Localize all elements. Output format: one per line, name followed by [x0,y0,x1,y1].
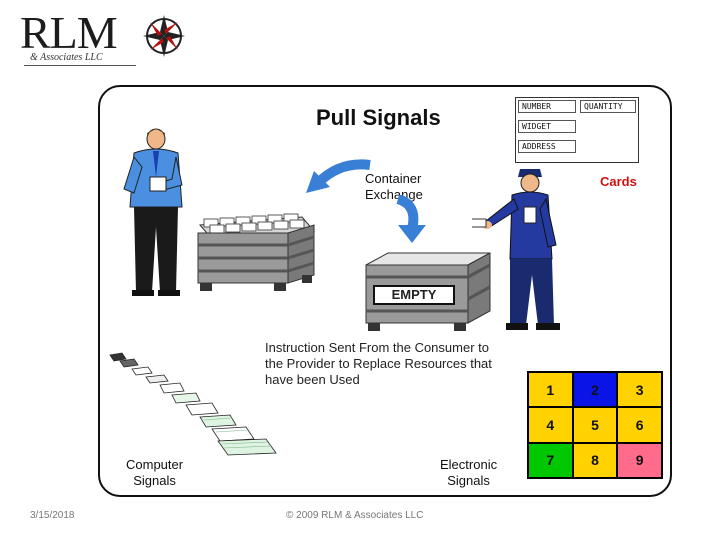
worker-illustration [472,169,560,330]
computer-signals-label: Computer Signals [126,457,183,489]
empty-container-label: EMPTY [373,285,455,305]
grid-cell: 7 [529,443,572,477]
electronic-signals-line-2: Signals [447,473,490,488]
logo-text: RLM [20,7,118,58]
footer-date: 3/15/2018 [30,510,75,521]
cards-label: Cards [600,174,637,189]
instruction-line-1: Instruction Sent From the Consumer to [265,340,489,355]
footer-copyright: © 2009 RLM & Associates LLC [286,510,424,521]
computer-signals-line-2: Signals [133,473,176,488]
grid-cell: 6 [618,408,661,442]
full-container-illustration [197,213,316,291]
grid-cell: 4 [529,408,572,442]
businessman-illustration [123,128,183,296]
grid-cell: 9 [618,443,661,477]
electronic-signals-line-1: Electronic [440,457,498,472]
computer-printout-illustration [109,352,277,456]
grid-cell: 3 [618,373,661,407]
grid-cell: 5 [573,408,617,442]
diagram-frame: Pull Signals NUMBER QUANTITY WIDGET ADDR… [98,85,672,497]
card-field-number: NUMBER [518,100,576,113]
instruction-line-3: have been Used [265,372,360,387]
container-exchange-line-1: Container [365,171,422,186]
container-exchange-label: Container Exchange [365,171,423,203]
logo-underline [24,65,136,66]
grid-cell: 8 [573,443,617,477]
logo-subtext: & Associates LLC [30,52,103,63]
container-exchange-line-2: Exchange [365,187,423,202]
computer-signals-line-1: Computer [126,457,184,472]
kanban-card: NUMBER QUANTITY WIDGET ADDRESS [515,97,639,163]
exchange-arrow-left-icon [306,159,371,193]
instruction-line-2: the Provider to Replace Resources that [265,356,492,371]
electronic-signals-label: Electronic Signals [440,457,497,489]
instruction-text: Instruction Sent From the Consumer to th… [265,340,492,388]
card-field-address: ADDRESS [518,140,576,153]
grid-cell: 1 [529,373,572,407]
company-logo: RLM & Associates LLC [20,8,190,66]
exchange-arrow-down-icon [396,195,426,243]
compass-logo-icon [143,15,185,57]
grid-cell: 2 [573,373,617,407]
card-field-widget: WIDGET [518,120,576,133]
card-field-quantity: QUANTITY [580,100,636,113]
diagram-title: Pull Signals [316,105,441,130]
